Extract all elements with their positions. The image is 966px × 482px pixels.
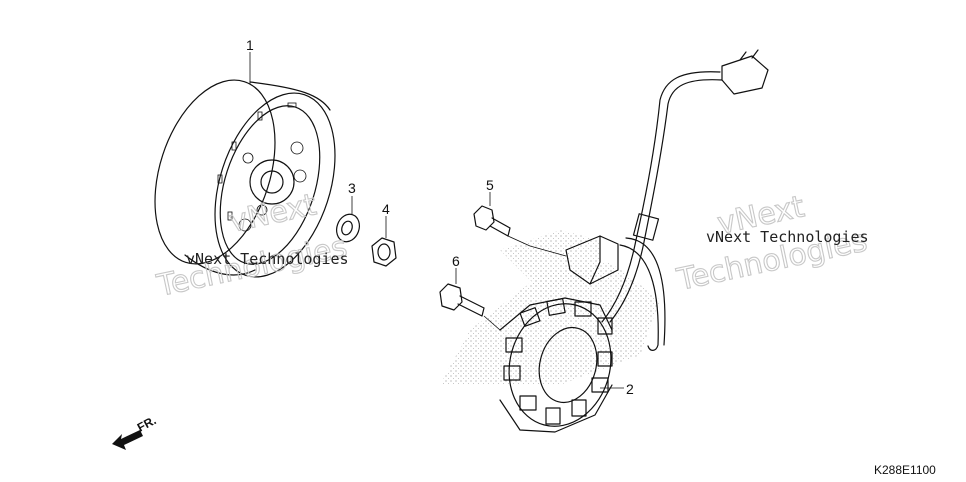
callout-3: 3 bbox=[348, 180, 356, 196]
stipple-shading bbox=[440, 230, 660, 385]
stator-coil bbox=[499, 49, 769, 433]
washer bbox=[336, 213, 360, 243]
front-direction-arrow: FR. bbox=[112, 413, 158, 450]
callout-1: 1 bbox=[246, 37, 254, 53]
leader-lines bbox=[249, 52, 624, 389]
reference-code: K288E1100 bbox=[874, 463, 936, 477]
arrow-icon bbox=[112, 430, 143, 450]
bolt-5 bbox=[473, 205, 511, 237]
bolt-6 bbox=[439, 283, 485, 317]
watermark-small-left: vNext Technologies bbox=[186, 250, 349, 268]
watermark-small-right: vNext Technologies bbox=[706, 228, 869, 246]
flywheel-rotor bbox=[154, 79, 336, 278]
assembly-line-6 bbox=[483, 315, 501, 331]
callout-6: 6 bbox=[452, 253, 460, 269]
callout-4: 4 bbox=[382, 201, 390, 217]
callout-5: 5 bbox=[486, 177, 494, 193]
watermark-big-left-top: vNext bbox=[226, 187, 319, 240]
flange-nut bbox=[371, 237, 397, 267]
assembly-line-5 bbox=[507, 235, 567, 257]
callout-2: 2 bbox=[626, 381, 634, 397]
